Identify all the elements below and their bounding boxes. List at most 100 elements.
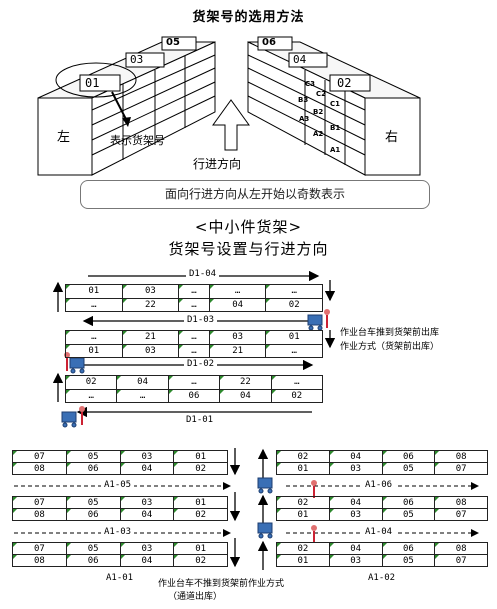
left-rack-number-01: 01 (85, 76, 100, 90)
rack-cell: 02 (276, 542, 330, 555)
right-rack-number-04: 04 (293, 53, 307, 66)
rack-cell: 06 (381, 450, 436, 463)
rack-cell: 02 (270, 388, 324, 403)
aisle-label: A1-06 (362, 480, 396, 490)
rack-cell: 07 (434, 508, 488, 521)
slot-label: B2 (313, 108, 324, 116)
rack-cell: … (65, 330, 123, 345)
slot-label: B1 (330, 124, 341, 132)
rack-cell: 03 (328, 508, 383, 521)
rack-cell: 01 (276, 508, 330, 521)
aisle-label: A1-02 (365, 573, 399, 583)
rack-cell: 05 (65, 542, 121, 555)
rack-cell: 05 (381, 462, 436, 475)
rack-cell: 08 (12, 554, 67, 567)
rack-cell: 07 (434, 554, 488, 567)
right-rack-front (364, 97, 421, 176)
rack-cell: … (270, 375, 324, 390)
rack-cell: 02 (276, 496, 330, 509)
rack-cell: 02 (173, 554, 228, 567)
rack-cell: 03 (328, 462, 383, 475)
rack-cell: … (167, 375, 221, 390)
rack-cell: 01 (276, 554, 330, 567)
slot-label: C1 (330, 100, 341, 108)
rack-cell: 03 (119, 542, 175, 555)
rack-cell: 07 (12, 450, 67, 463)
rack-cell: 01 (65, 343, 123, 358)
aisle-label: D1-02 (184, 359, 218, 369)
section-title: <中小件货架> (194, 218, 303, 236)
rack-cell: 06 (167, 388, 221, 403)
rack-cell: 06 (65, 462, 121, 475)
rack-cell: 03 (119, 450, 175, 463)
rack-cell: 01 (65, 284, 123, 299)
rack-cell: 03 (121, 343, 180, 358)
note-line-2: 作业方式（货架前出库） (340, 342, 440, 352)
rack-cell: … (64, 388, 118, 403)
rack-cell: 05 (65, 496, 121, 509)
slot-label: A1 (330, 146, 341, 154)
rack-cell: 04 (328, 496, 383, 509)
slot-label: A3 (299, 115, 310, 123)
rack-cell: 04 (219, 388, 272, 403)
cart-icon (257, 477, 273, 539)
section-subtitle: 货架号设置与行进方向 (168, 240, 329, 258)
rack-cell: 08 (434, 542, 488, 555)
rack-cell: 07 (434, 462, 488, 475)
rack-cell: 02 (276, 450, 330, 463)
aisle-label: A1-03 (101, 527, 135, 537)
rack-cell: 01 (173, 496, 228, 509)
right-label: 右 (385, 130, 399, 145)
direction-arrow (212, 99, 250, 151)
left-label: 左 (57, 130, 71, 145)
left-rack-front (37, 97, 93, 176)
rack-cell: 02 (265, 297, 323, 312)
right-rack-number-06: 06 (262, 37, 276, 48)
rack-cell: … (178, 343, 210, 358)
hint-box: 面向行进方向从左开始以奇数表示 (80, 180, 430, 209)
page-title: 货架号的选用方法 (192, 10, 305, 25)
right-rack-number-02: 02 (337, 76, 352, 90)
rack-cell: 22 (121, 297, 180, 312)
note-line-1: 作业台车推到货架前出库 (340, 328, 440, 338)
left-rack-number-03: 03 (130, 53, 144, 66)
direction-label: 行进方向 (193, 157, 242, 171)
rack-cell: 07 (12, 542, 67, 555)
cart-icon (69, 357, 85, 374)
bottom-note-line-1: 作业台车不推到货架前作业方式 (158, 579, 285, 589)
rack-cell: 06 (381, 542, 436, 555)
rack-cell: 04 (328, 450, 383, 463)
rack-cell: 04 (328, 542, 383, 555)
aisle-label: A1-05 (101, 480, 135, 490)
bottom-note-line-2: （通道出库） (168, 592, 223, 602)
cart-icon (307, 314, 323, 331)
aisle-label: D1-03 (184, 315, 218, 325)
rack-cell: 04 (116, 375, 169, 390)
rack-cell: 03 (121, 284, 180, 299)
rack-cell: 21 (121, 330, 180, 345)
rack-cell: … (178, 297, 210, 312)
slot-label: B3 (298, 96, 309, 104)
rack-cell: 08 (12, 508, 67, 521)
rack-cell: … (265, 343, 323, 358)
rack-cell: … (178, 330, 210, 345)
left-rack-number-05: 05 (166, 37, 180, 48)
rack-cell: 03 (208, 330, 267, 345)
aisle-label: A1-01 (103, 573, 137, 583)
rack-cell: 06 (381, 496, 436, 509)
aisle-label: D1-01 (183, 415, 217, 425)
rack-cell: 07 (12, 496, 67, 509)
rack-cell: 03 (328, 554, 383, 567)
slot-label: C2 (316, 90, 327, 98)
slot-label: A2 (313, 130, 324, 138)
rack-cell: … (116, 388, 169, 403)
